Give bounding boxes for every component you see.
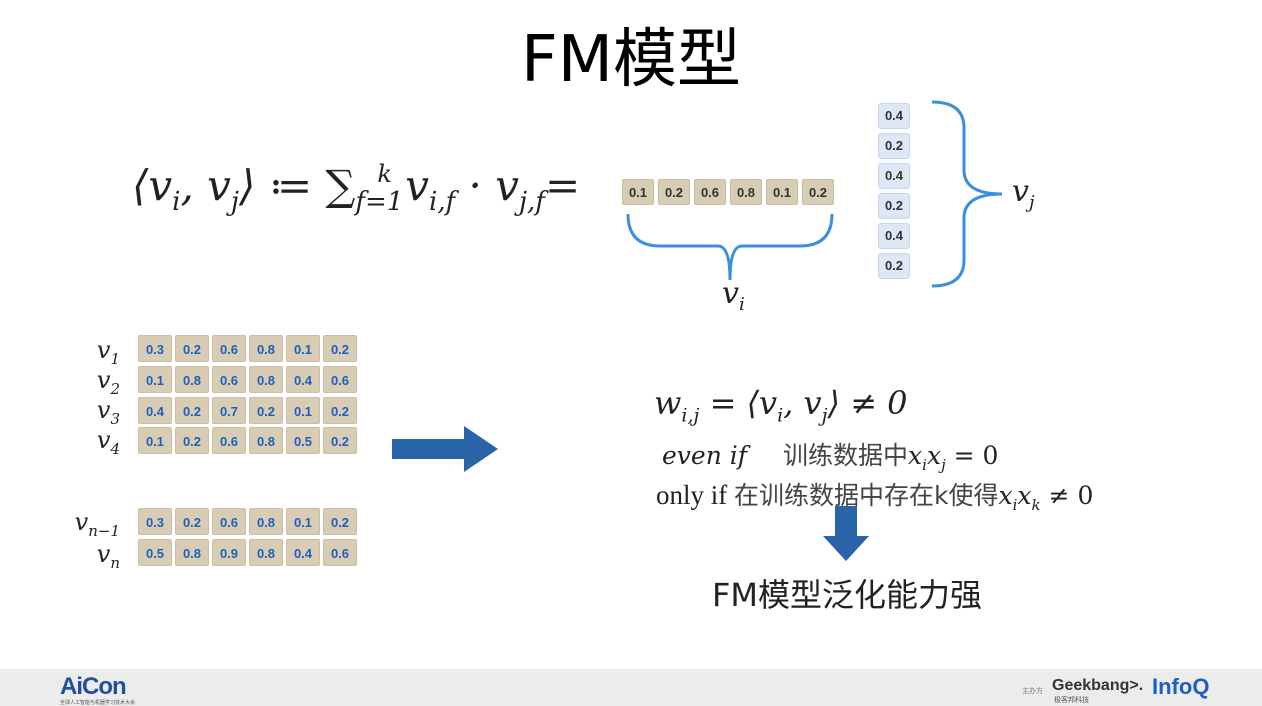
vi-label: vi (722, 276, 745, 315)
matrix-cell: 0.6 (323, 539, 357, 566)
only-if-statement: only if 在训练数据中存在k使得xixk ≠ 0 (656, 480, 1094, 514)
geekbang-logo: Geekbang>. (1052, 677, 1144, 694)
matrix-cell: 0.2 (323, 397, 357, 424)
matrix-cell: 0.8 (249, 366, 283, 393)
matrix-cell: 0.8 (249, 427, 283, 454)
vi-cell: 0.1 (622, 179, 654, 205)
matrix-cell: 0.2 (323, 335, 357, 362)
matrix-cell: 0.1 (138, 366, 172, 393)
vi-cell: 0.2 (658, 179, 690, 205)
footer-bar: AiCon 全球人工智能与机器学习技术大会 主办方 Geekbang>. 极客邦… (0, 669, 1262, 706)
matrix-cell: 0.1 (286, 508, 320, 535)
matrix-cell: 0.2 (249, 397, 283, 424)
vj-vector: 0.4 0.2 0.4 0.2 0.4 0.2 (878, 103, 918, 283)
row-label: v4 (96, 426, 120, 458)
row-label: vn−1 (74, 508, 120, 540)
matrix-cell: 0.7 (212, 397, 246, 424)
vi-cell: 0.8 (730, 179, 762, 205)
matrix-cell: 0.2 (175, 335, 209, 362)
matrix-cell: 0.2 (323, 427, 357, 454)
row-label: vn (96, 540, 120, 572)
matrix-cell: 0.5 (286, 427, 320, 454)
matrix-cell: 0.4 (138, 397, 172, 424)
vi-cell: 0.2 (802, 179, 834, 205)
right-arrow-icon (392, 426, 498, 472)
matrix-cell: 0.1 (286, 335, 320, 362)
vi-brace (626, 213, 834, 281)
vj-cell: 0.2 (878, 193, 910, 219)
matrix-cell: 0.2 (175, 508, 209, 535)
matrix-cell: 0.1 (286, 397, 320, 424)
vj-cell: 0.2 (878, 253, 910, 279)
row-label: v2 (96, 366, 120, 398)
matrix-cell: 0.2 (175, 427, 209, 454)
infoq-logo: InfoQ (1152, 674, 1210, 699)
vj-cell: 0.4 (878, 163, 910, 189)
matrix-cell: 0.6 (323, 366, 357, 393)
matrix-cell: 0.8 (175, 366, 209, 393)
matrix-cell: 0.6 (212, 366, 246, 393)
matrix-cell: 0.4 (286, 366, 320, 393)
slide-title: FM模型 (520, 23, 742, 97)
vi-cell: 0.1 (766, 179, 798, 205)
matrix-cell: 0.2 (175, 397, 209, 424)
row-label: v1 (96, 336, 120, 368)
embedding-matrix: v1 0.3 0.2 0.6 0.8 0.1 0.2 v2 0.1 0.8 0.… (60, 330, 370, 575)
vj-cell: 0.4 (878, 103, 910, 129)
matrix-cell: 0.3 (138, 508, 172, 535)
vj-cell: 0.4 (878, 223, 910, 249)
conclusion-text: FM模型泛化能力强 (712, 576, 983, 614)
aicon-logo: AiCon (60, 673, 127, 700)
matrix-cell: 0.8 (175, 539, 209, 566)
vi-cell: 0.6 (694, 179, 726, 205)
matrix-cell: 0.6 (212, 335, 246, 362)
down-arrow-icon (823, 506, 869, 561)
matrix-cell: 0.2 (323, 508, 357, 535)
host-label: 主办方 (1022, 687, 1043, 695)
geekbang-subtitle: 极客邦科技 (1054, 696, 1089, 704)
vi-vector: 0.1 0.2 0.6 0.8 0.1 0.2 (622, 179, 842, 209)
matrix-cell: 0.8 (249, 508, 283, 535)
matrix-cell: 0.6 (212, 508, 246, 535)
matrix-cell: 0.4 (286, 539, 320, 566)
inner-product-formula: ⟨vi, vj⟩ ≔ ∑f=1k vi,f · vj,f= (132, 160, 581, 217)
row-label: v3 (96, 396, 120, 428)
matrix-cell: 0.9 (212, 539, 246, 566)
matrix-cell: 0.3 (138, 335, 172, 362)
vj-label: vj (1012, 174, 1035, 213)
vj-cell: 0.2 (878, 133, 910, 159)
aicon-subtitle: 全球人工智能与机器学习技术大会 (60, 700, 136, 706)
vj-brace (931, 100, 1003, 288)
matrix-cell: 0.5 (138, 539, 172, 566)
matrix-cell: 0.8 (249, 335, 283, 362)
matrix-cell: 0.6 (212, 427, 246, 454)
w-ij-formula: wi,j = ⟨vi, vj⟩ ≠ 0 (654, 384, 908, 427)
matrix-cell: 0.8 (249, 539, 283, 566)
matrix-cell: 0.1 (138, 427, 172, 454)
